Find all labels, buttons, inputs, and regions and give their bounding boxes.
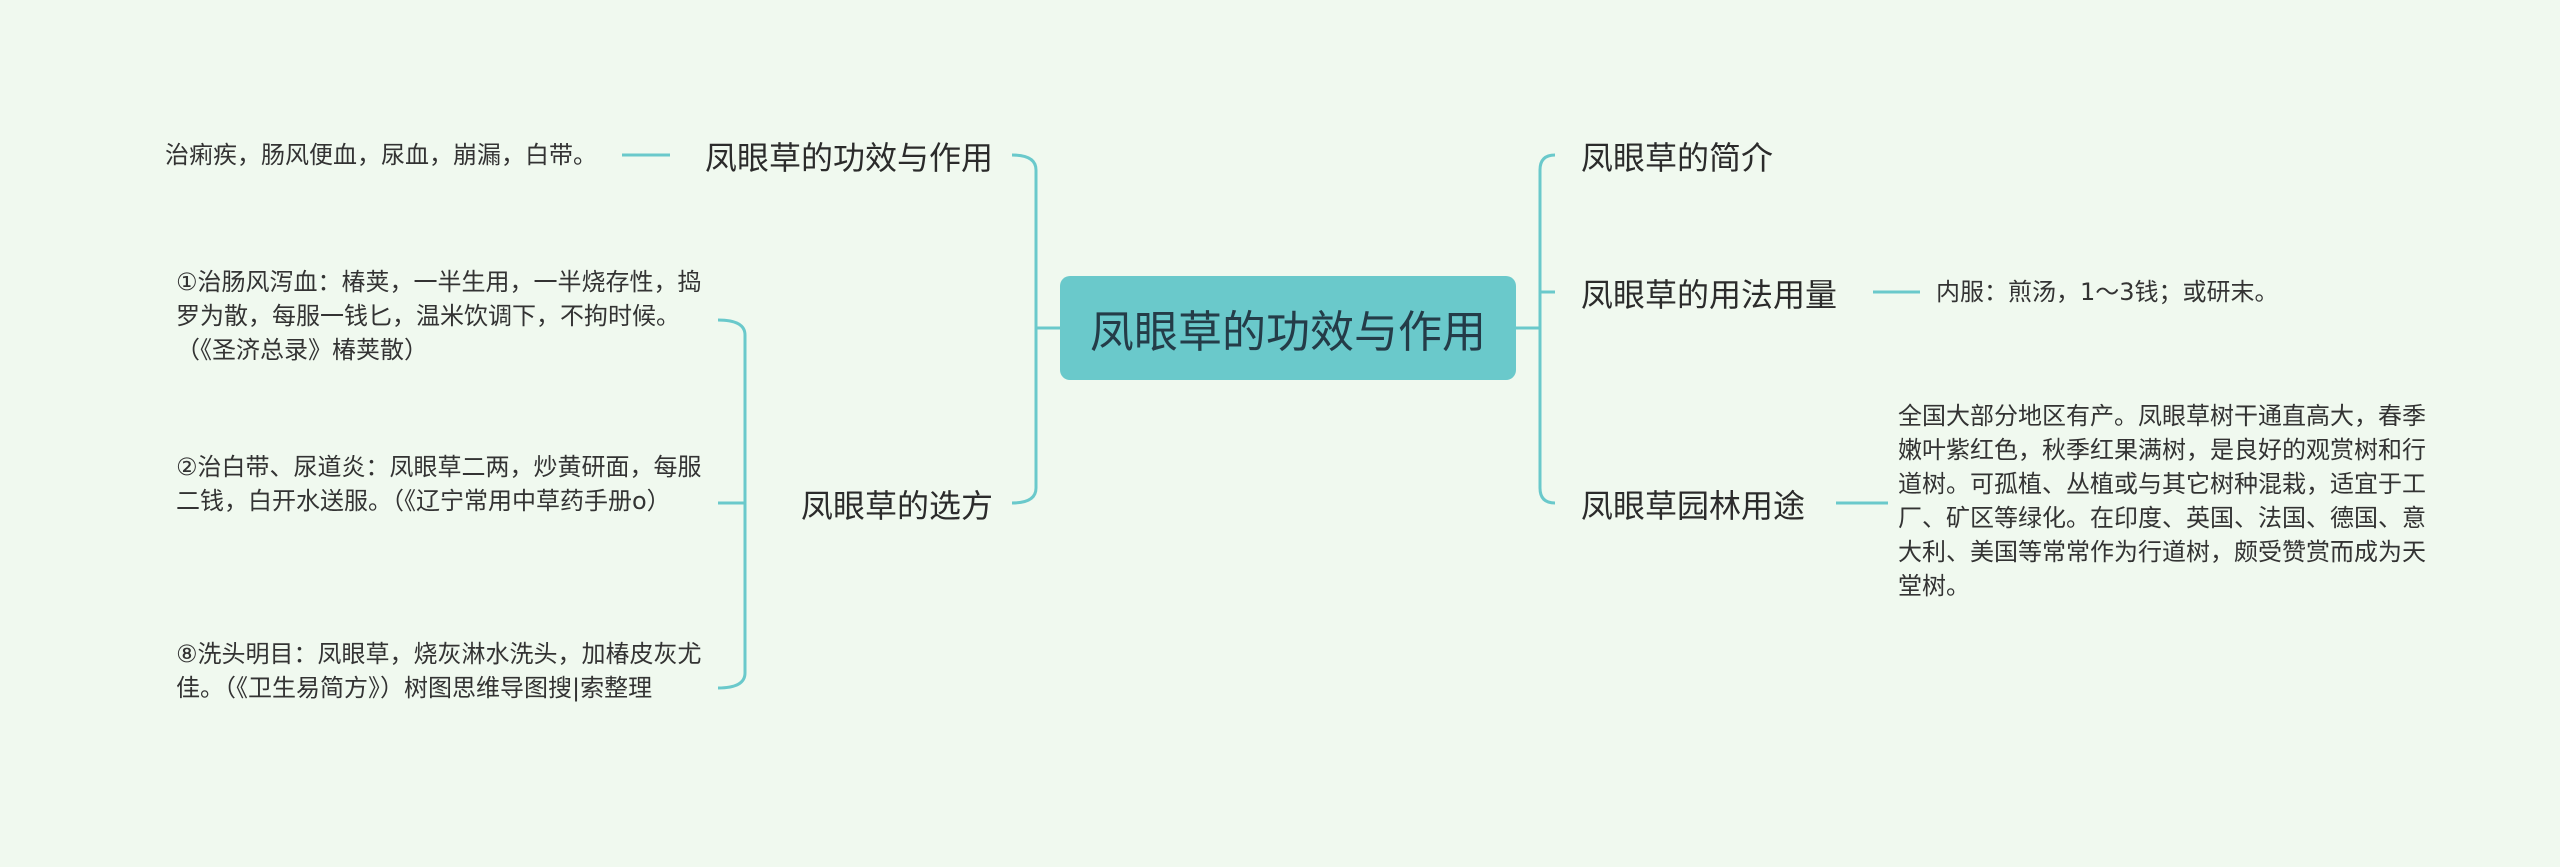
leaf-text: 内服：煎汤，1～3钱；或研末。 bbox=[1936, 278, 2279, 306]
branch-right-usage[interactable]: 凤眼草的用法用量 bbox=[1581, 270, 1837, 316]
branch-label: 凤眼草的选方 bbox=[800, 487, 993, 525]
leaf-text: 治痢疾，肠风便血，尿血，崩漏，白带。 bbox=[165, 141, 597, 169]
branch-label: 凤眼草的用法用量 bbox=[1581, 276, 1838, 314]
leaf-efficacy-desc: 治痢疾，肠风便血，尿血，崩漏，白带。 bbox=[165, 138, 597, 172]
leaf-text: ⑧洗头明目：凤眼草，烧灰淋水洗头，加椿皮灰尤佳。（《卫生易简方》）树图思维导图搜… bbox=[176, 640, 702, 702]
branch-label: 凤眼草的简介 bbox=[1581, 139, 1774, 177]
branch-right-intro[interactable]: 凤眼草的简介 bbox=[1581, 133, 1773, 179]
leaf-garden-desc: 全国大部分地区有产。凤眼草树干通直高大，春季嫩叶紫红色，秋季红果满树，是良好的观… bbox=[1898, 399, 2438, 603]
leaf-text: ①治肠风泻血：椿荚，一半生用，一半烧存性，捣罗为散，每服一钱匕，温米饮调下，不拘… bbox=[176, 268, 702, 364]
branch-left-prescriptions[interactable]: 凤眼草的选方 bbox=[801, 481, 993, 527]
connector-right-bracket bbox=[1538, 153, 1556, 505]
branch-right-garden[interactable]: 凤眼草园林用途 bbox=[1581, 481, 1805, 527]
leaf-prescription-1: ①治肠风泻血：椿荚，一半生用，一半烧存性，捣罗为散，每服一钱匕，温米饮调下，不拘… bbox=[176, 265, 710, 367]
root-label: 凤眼草的功效与作用 bbox=[1090, 307, 1486, 358]
leaf-usage-desc: 内服：煎汤，1～3钱；或研末。 bbox=[1936, 275, 2279, 309]
branch-label: 凤眼草园林用途 bbox=[1581, 487, 1806, 525]
connector-left-bracket bbox=[1011, 153, 1038, 505]
leaf-prescription-2: ②治白带、尿道炎：凤眼草二两，炒黄研面，每服二钱，白开水送服。（《辽宁常用中草药… bbox=[176, 450, 710, 518]
leaf-text: 全国大部分地区有产。凤眼草树干通直高大，春季嫩叶紫红色，秋季红果满树，是良好的观… bbox=[1898, 402, 2426, 600]
root-node[interactable]: 凤眼草的功效与作用 bbox=[1060, 276, 1516, 380]
branch-label: 凤眼草的功效与作用 bbox=[704, 139, 993, 177]
leaf-text: ②治白带、尿道炎：凤眼草二两，炒黄研面，每服二钱，白开水送服。（《辽宁常用中草药… bbox=[176, 453, 702, 515]
leaf-prescription-3: ⑧洗头明目：凤眼草，烧灰淋水洗头，加椿皮灰尤佳。（《卫生易简方》）树图思维导图搜… bbox=[176, 637, 710, 705]
branch-left-efficacy[interactable]: 凤眼草的功效与作用 bbox=[705, 133, 993, 179]
